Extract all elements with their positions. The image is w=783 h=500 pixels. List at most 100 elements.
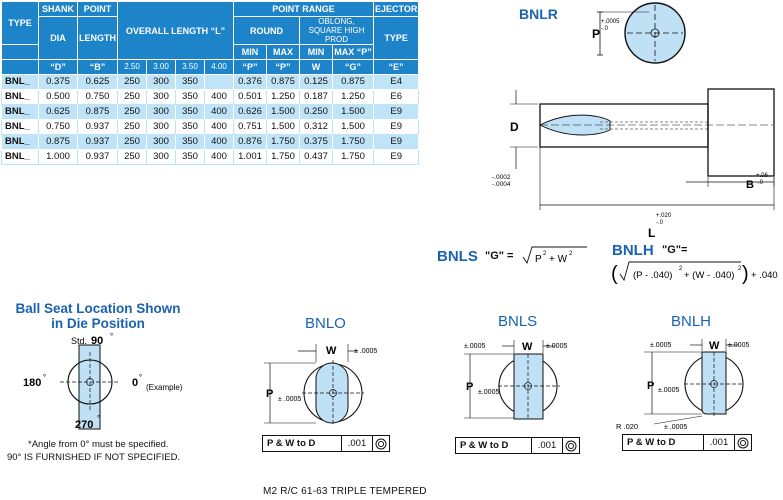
table-cell: 0.501 <box>233 89 267 105</box>
table-cell: 0.875 <box>77 104 118 120</box>
formula-bnlh-expr: ( (P - .040) 2 + (W - .040) 2 ) + .040 <box>611 261 778 285</box>
len-0: 2.50 <box>117 59 147 75</box>
table-cell: 1.250 <box>266 89 300 105</box>
formula-bnlh-sq1: 2 <box>679 266 683 272</box>
ballseat-90-deg: ° <box>110 332 113 341</box>
bnlo-w-tol: ± .0005 <box>354 348 377 355</box>
side-l-label: L <box>648 226 655 240</box>
bnls-w-tol-right: ±.0005 <box>546 343 567 350</box>
table-cell: 1.750 <box>266 134 300 150</box>
table-cell: 0.750 <box>38 119 78 135</box>
table-cell: 0.875 <box>38 134 78 150</box>
bnlr-end-view: P +.0005 -.0 <box>592 2 686 64</box>
col-p-header: “P” <box>233 59 267 75</box>
bnlh-w-tol-left: ±.0005 <box>650 342 671 349</box>
bnlh-w-tol-right: ±.0005 <box>728 342 749 349</box>
table-cell: 1.750 <box>266 149 300 165</box>
table-cell: E9 <box>372 134 420 150</box>
ballseat-example: (Example) <box>146 383 183 392</box>
table-cell: 250 <box>117 74 147 90</box>
side-view-drawing: D -.0002 -.0004 B +.06 -.0 L +.020 -.0 <box>492 88 775 240</box>
col-type-header: TYPE <box>1 1 39 45</box>
col-shank-header: SHANK <box>38 1 78 17</box>
table-cell: 1.500 <box>332 104 374 120</box>
formula-bnlh-label: BNLH <box>612 242 654 259</box>
side-d-tol1: -.0002 <box>492 174 511 181</box>
col-point-range-header: POINT RANGE <box>233 1 374 17</box>
formula-bnls-p: P <box>535 254 542 265</box>
col-length-header: LENGTH <box>77 16 118 60</box>
table-cell: 0.875 <box>332 74 374 90</box>
ballseat-note2: 90° IS FURNISHED IF NOT SPECIFIED. <box>7 452 181 463</box>
bnls-tolerance-box: P & W to D .001 <box>455 437 580 454</box>
col-minw-header: MIN <box>299 44 333 60</box>
table-cell: 0.750 <box>77 89 118 105</box>
table-cell: 350 <box>175 149 205 165</box>
table-cell: E9 <box>372 149 420 165</box>
table-cell: 0.312 <box>299 119 333 135</box>
table-cell: 1.250 <box>332 89 374 105</box>
table-cell: 0.437 <box>299 149 333 165</box>
table-cell: 300 <box>146 104 176 120</box>
table-cell: 0.376 <box>233 74 267 90</box>
bnlo-box-label: P & W to D <box>263 436 342 451</box>
bnlo-title: BNLO <box>305 315 346 332</box>
formula-bnls-expr: P 2 + W 2 <box>522 246 587 265</box>
ballseat-270: 270 <box>75 419 93 431</box>
len-3: 4.00 <box>204 59 234 75</box>
side-l-tol-plus: +.020 <box>656 213 672 219</box>
table-cell: 0.937 <box>77 134 118 150</box>
table-cell: 0.125 <box>299 74 333 90</box>
table-cell: 0.625 <box>77 74 118 90</box>
side-d-label: D <box>510 120 519 134</box>
table-cell: 0.876 <box>233 134 267 150</box>
table-cell-type: BNL_ <box>1 74 39 90</box>
table-cell: E6 <box>372 89 420 105</box>
formula-bnls-sq2: 2 <box>569 251 573 257</box>
formula-bnlh-a: (P - .040) <box>633 270 672 281</box>
bnls-p-tol: ±.0005 <box>478 389 499 396</box>
table-cell: 400 <box>204 89 234 105</box>
concentricity-icon <box>735 435 751 450</box>
table-cell: 0.626 <box>233 104 267 120</box>
table-cell: E4 <box>372 74 420 90</box>
bnlh-box-val: .001 <box>704 435 735 450</box>
formula-bnlh-sq2: 2 <box>738 266 742 272</box>
table-cell: 300 <box>146 119 176 135</box>
ballseat-0-deg: ° <box>139 373 142 382</box>
ballseat-180: 180 <box>23 377 41 389</box>
col-p2-header: “P” <box>266 59 300 75</box>
table-cell: 0.375 <box>299 134 333 150</box>
col-max-header: MAX <box>266 44 300 60</box>
col-oblong-header: OBLONG, SQUARE HIGH PROD <box>299 16 374 45</box>
bnlh-tolerance-box: P & W to D .001 <box>622 434 752 451</box>
ballseat-diagram: Std. 90 ° 180 ° 0 ° (Example) 270 ° <box>23 332 183 431</box>
bnlh-title: BNLH <box>671 313 712 330</box>
ballseat-note1: *Angle from 0° must be specified. <box>28 439 169 450</box>
side-b-label: B <box>746 179 754 191</box>
table-cell: 400 <box>204 104 234 120</box>
bnls-w: W <box>522 341 533 353</box>
table-cell: 300 <box>146 89 176 105</box>
table-cell: E9 <box>372 119 420 135</box>
table-cell: 250 <box>117 89 147 105</box>
table-cell: 0.375 <box>38 74 78 90</box>
table-cell: 250 <box>117 134 147 150</box>
table-cell: 250 <box>117 149 147 165</box>
bnlh-r: R .020 <box>616 422 638 431</box>
spec-table: TYPE SHANK POINT OVERALL LENGTH “L” POIN… <box>1 1 420 165</box>
formula-bnls-sq1: 2 <box>543 251 547 257</box>
bnlr-p-tol-minus: -.0 <box>601 26 609 32</box>
svg-text:(: ( <box>611 263 618 285</box>
ballseat-0: 0 <box>132 377 138 389</box>
table-cell-type: BNL_ <box>1 119 39 135</box>
bnls-box-label: P & W to D <box>456 438 532 453</box>
table-cell: 300 <box>146 149 176 165</box>
table-cell: 400 <box>204 119 234 135</box>
bnls-diagram: W ±.0005 ±.0005 P ±.0005 <box>464 340 567 420</box>
ballseat-title-line2: in Die Position <box>51 316 145 331</box>
bnlo-p-tol: ± .0005 <box>278 396 301 403</box>
